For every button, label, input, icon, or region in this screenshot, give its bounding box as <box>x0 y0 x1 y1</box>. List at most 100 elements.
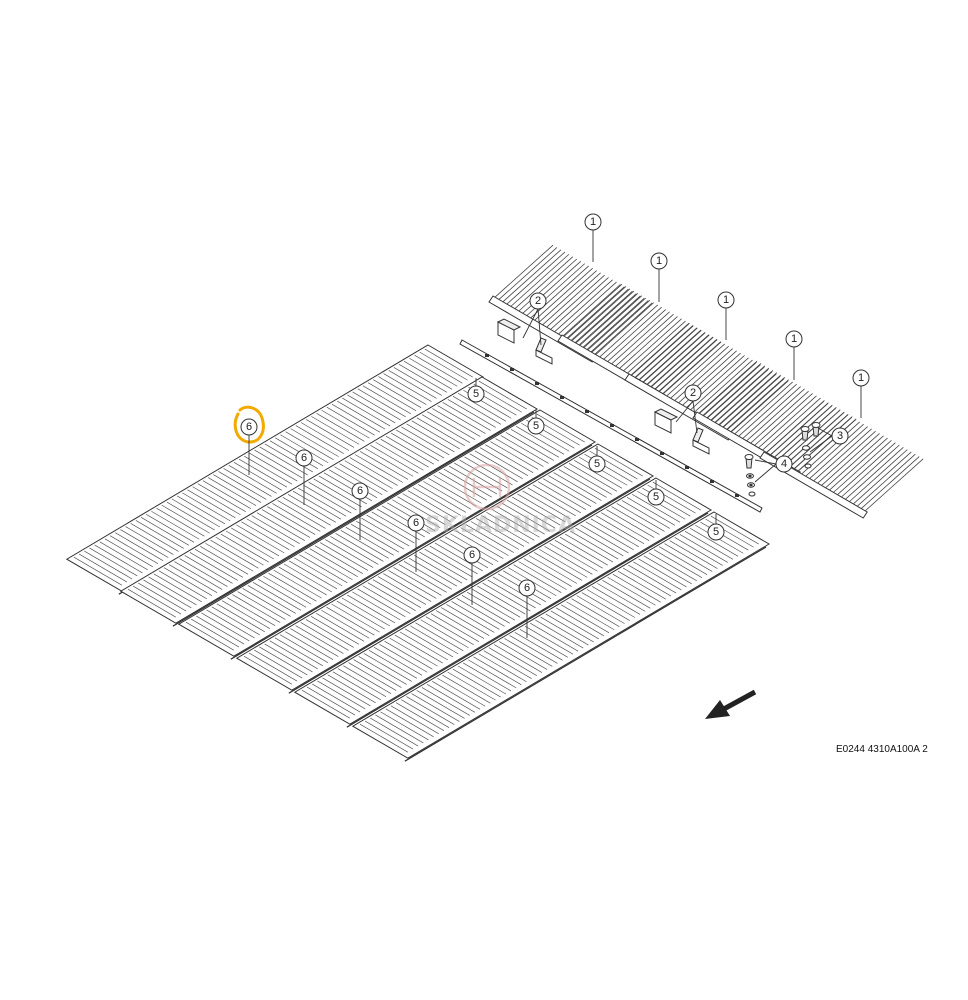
callout-1a[interactable]: 1 <box>584 213 602 231</box>
sieve-slat <box>437 405 486 434</box>
sieve-slat <box>621 500 670 529</box>
comb-finger <box>706 365 766 419</box>
callout-6b[interactable]: 6 <box>351 482 369 500</box>
sieve-slat <box>156 507 205 537</box>
sieve-slat <box>371 511 420 541</box>
comb-finger <box>583 295 643 348</box>
callout-1b[interactable]: 1 <box>650 252 668 270</box>
comb-finger <box>833 440 892 493</box>
sieve-slat <box>238 458 288 488</box>
sieve-slat <box>263 575 312 605</box>
comb-finger <box>627 320 686 374</box>
sieve-slat <box>331 403 381 433</box>
sieve-slat <box>674 537 723 566</box>
sieve-slat <box>252 582 302 611</box>
sieve-slat <box>196 615 245 645</box>
sieve-slat <box>491 508 540 538</box>
sieve-slat <box>243 655 293 685</box>
comb-finger <box>538 270 597 323</box>
sieve-slat <box>353 659 402 688</box>
comb-finger <box>639 327 698 381</box>
sieve-slat <box>230 527 280 557</box>
sieve-slat <box>264 443 313 473</box>
sieve-slat <box>432 680 481 710</box>
callout-6e[interactable]: 6 <box>518 579 536 597</box>
callout-3[interactable]: 3 <box>831 427 849 445</box>
callout-2a[interactable]: 2 <box>529 292 547 310</box>
hardware-set-4 <box>744 454 756 497</box>
sieve-slat <box>211 606 260 636</box>
comb-finger <box>566 286 625 339</box>
sieve-slat <box>456 598 505 627</box>
callout-1c[interactable]: 1 <box>717 291 735 309</box>
sieve-slat <box>510 429 560 458</box>
comb-finger <box>722 374 782 428</box>
callout-5d[interactable]: 5 <box>647 488 665 506</box>
sieve-slat <box>475 518 525 547</box>
sieve-slat <box>261 509 311 538</box>
sieve-slat <box>595 515 645 545</box>
sieve-slat <box>215 536 264 566</box>
sieve-slat <box>299 554 348 584</box>
sieve-slat <box>354 454 404 483</box>
sieve-slat <box>292 490 342 520</box>
callout-5c[interactable]: 5 <box>588 455 606 473</box>
sieve-slat <box>429 545 478 575</box>
comb-finger <box>662 341 722 394</box>
rail-hole <box>535 382 539 385</box>
callout-5a[interactable]: 5 <box>467 385 485 403</box>
sieve-slat <box>390 705 439 735</box>
sieve-slat <box>194 549 244 578</box>
callout-2b[interactable]: 2 <box>684 384 702 402</box>
callout-6c[interactable]: 6 <box>407 514 425 532</box>
sieve-slat <box>176 495 226 525</box>
callout-6d[interactable]: 6 <box>463 546 481 564</box>
comb-finger <box>849 449 908 502</box>
sieve-slat <box>452 668 501 698</box>
sieve-slat <box>455 530 504 559</box>
callout-5e[interactable]: 5 <box>707 523 725 541</box>
sieve-slat <box>348 662 397 691</box>
sieve-slat <box>468 659 517 689</box>
sieve-slat <box>185 621 235 651</box>
callout-1d[interactable]: 1 <box>785 330 803 348</box>
callout-1e[interactable]: 1 <box>852 369 870 387</box>
comb-finger <box>631 323 690 376</box>
sieve-slat <box>277 500 326 529</box>
comb-finger <box>730 379 790 432</box>
sieve-slat <box>237 591 286 620</box>
sieve-slat <box>326 606 375 636</box>
sieve-slat <box>290 428 339 457</box>
sieve-slat <box>554 539 603 569</box>
sieve-slat <box>438 471 487 501</box>
sieve-slat <box>303 484 352 514</box>
callout-label: 6 <box>524 582 530 594</box>
comb-finger <box>658 339 718 392</box>
sieve-slat <box>361 517 410 547</box>
sieve-slat <box>357 388 406 418</box>
sieve-slat <box>505 432 554 461</box>
sieve-slat <box>166 501 215 531</box>
sieve-slat <box>414 354 463 384</box>
sieve-slat <box>337 668 387 698</box>
callout-4[interactable]: 4 <box>775 455 793 473</box>
sieve-slat <box>632 493 681 523</box>
sieve-slat <box>481 515 530 544</box>
callout-5b[interactable]: 5 <box>527 417 545 435</box>
sieve-slat <box>664 543 713 572</box>
sieve-slat <box>544 546 593 575</box>
sieve-slat <box>416 417 465 447</box>
sieve-slat <box>479 447 529 477</box>
comb-finger <box>607 309 666 362</box>
sieve-slat <box>404 628 454 658</box>
callout-6-highlighted[interactable]: 6 <box>240 418 258 436</box>
sieve-slat <box>483 650 532 680</box>
callout-label: 6 <box>469 549 475 561</box>
comb-finger <box>785 412 845 465</box>
sieve-slat <box>458 392 507 422</box>
sieve-slat <box>581 592 630 621</box>
sieve-slat <box>643 555 692 585</box>
callout-6a[interactable]: 6 <box>295 449 313 467</box>
sieve-slat <box>268 572 317 602</box>
comb-finger <box>570 288 629 342</box>
